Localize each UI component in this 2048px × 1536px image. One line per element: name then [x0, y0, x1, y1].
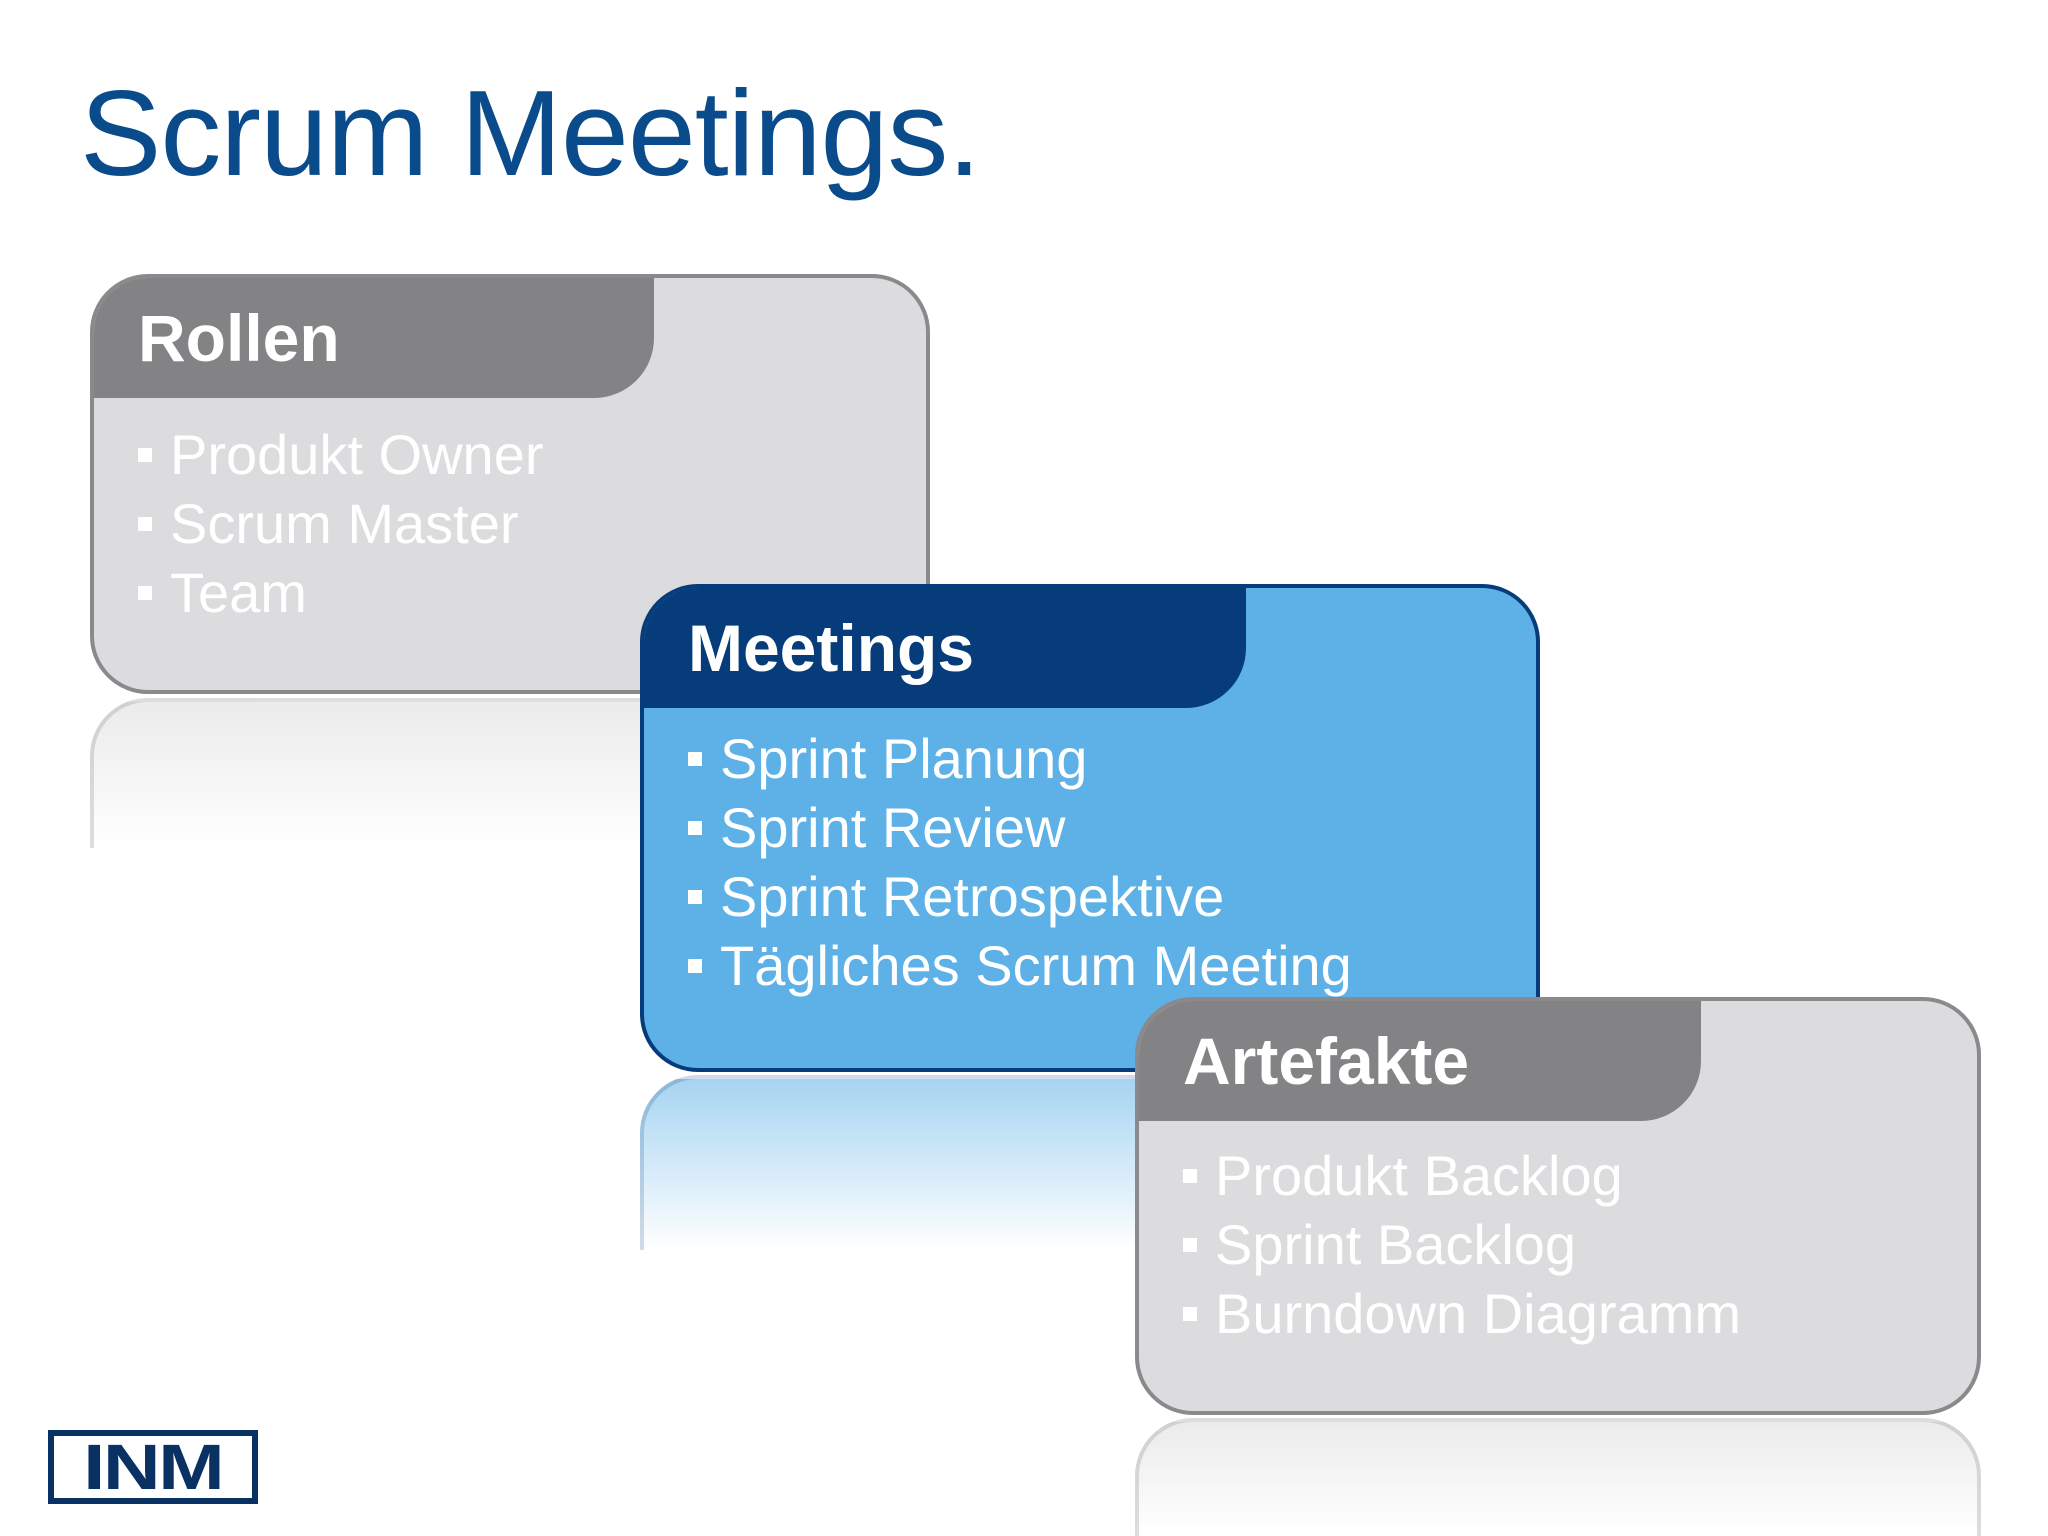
- bullet-square-icon: [138, 447, 152, 462]
- slide-title: Scrum Meetings.: [80, 65, 981, 201]
- bullet-square-icon: [688, 820, 702, 835]
- list-item: Tägliches Scrum Meeting: [688, 931, 1352, 1000]
- bullet-square-icon: [688, 751, 702, 766]
- rollen-card: Rollen Produkt Owner Scrum Master Team: [90, 274, 930, 694]
- inm-logo: INM: [48, 1430, 258, 1504]
- inm-logo-text: INM: [83, 1431, 225, 1503]
- artefakte-heading-text: Artefakte: [1183, 1024, 1470, 1098]
- list-item: Produkt Owner: [138, 420, 544, 489]
- artefakte-list: Produkt Backlog Sprint Backlog Burndown …: [1183, 1141, 1741, 1348]
- bullet-square-icon: [688, 889, 702, 904]
- list-item: Burndown Diagramm: [1183, 1279, 1741, 1348]
- meetings-card: Meetings Sprint Planung Sprint Review Sp…: [640, 584, 1540, 1072]
- list-item: Produkt Backlog: [1183, 1141, 1741, 1210]
- list-item: Sprint Review: [688, 793, 1352, 862]
- rollen-card-heading: Rollen: [94, 278, 654, 398]
- bullet-square-icon: [688, 958, 702, 973]
- bullet-square-icon: [1183, 1168, 1197, 1183]
- list-item: Sprint Backlog: [1183, 1210, 1741, 1279]
- artefakte-card: Artefakte Produkt Backlog Sprint Backlog…: [1135, 997, 1981, 1415]
- rollen-heading-text: Rollen: [138, 301, 340, 375]
- list-item: Team: [138, 558, 544, 627]
- list-item: Scrum Master: [138, 489, 544, 558]
- bullet-square-icon: [138, 585, 152, 600]
- rollen-list: Produkt Owner Scrum Master Team: [138, 420, 544, 627]
- meetings-list: Sprint Planung Sprint Review Sprint Retr…: [688, 724, 1352, 1000]
- list-item: Sprint Planung: [688, 724, 1352, 793]
- meetings-heading-text: Meetings: [688, 611, 975, 685]
- list-item: Sprint Retrospektive: [688, 862, 1352, 931]
- meetings-card-heading: Meetings: [644, 588, 1246, 708]
- bullet-square-icon: [1183, 1306, 1197, 1321]
- artefakte-card-heading: Artefakte: [1139, 1001, 1701, 1121]
- bullet-square-icon: [1183, 1237, 1197, 1252]
- bullet-square-icon: [138, 516, 152, 531]
- artefakte-card-reflection: [1135, 1418, 1981, 1536]
